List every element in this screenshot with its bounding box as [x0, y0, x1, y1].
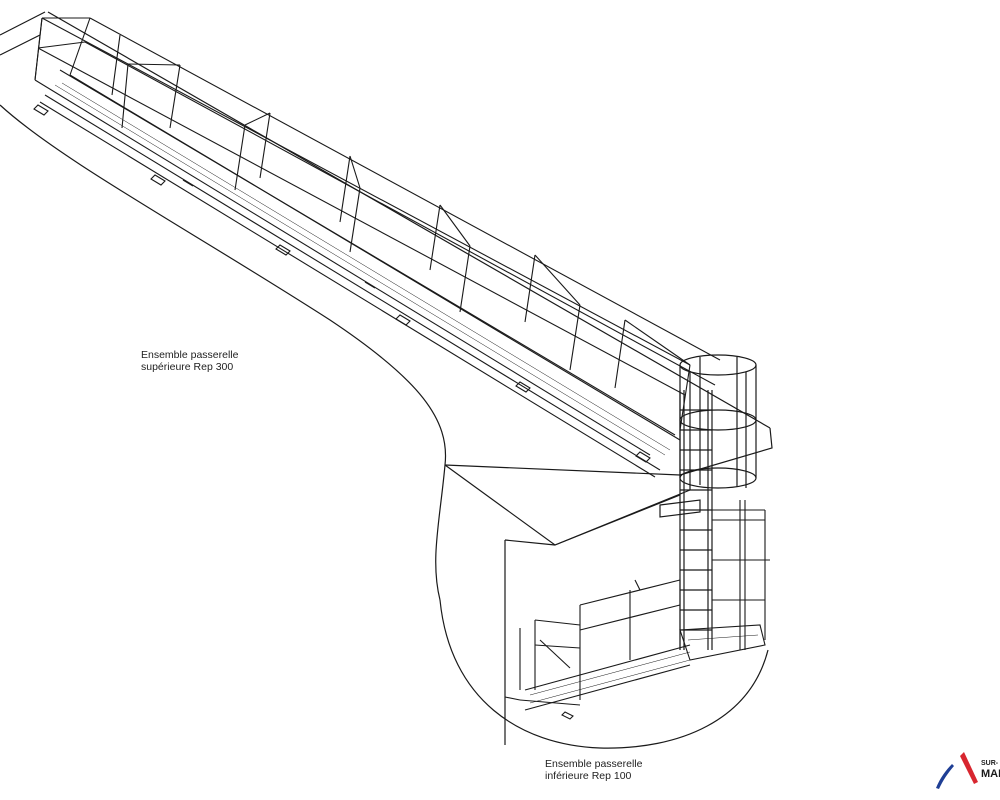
outline: [0, 11, 773, 749]
handrail-inner-mid: [84, 41, 716, 386]
label-lower-line2: inférieure Rep 100: [545, 770, 632, 782]
upper-slab-top: [47, 11, 771, 429]
lower-walkway: [504, 500, 770, 720]
bracket: [635, 451, 651, 463]
slab-front-edge: [554, 494, 681, 546]
label-lower-line1: Ensemble passerelle: [545, 758, 643, 770]
lower-deck-bottom: [524, 664, 691, 711]
deck-inner-edge: [44, 94, 661, 471]
label-upper-line1: Ensemble passerelle: [141, 349, 239, 361]
handrail-outer-mid: [37, 47, 686, 396]
bracket: [275, 244, 291, 256]
bracket: [33, 104, 49, 116]
slab-front-top: [444, 464, 681, 476]
pit-bottom-curve: [439, 599, 769, 749]
top-left-ledge-2: [0, 34, 41, 56]
logo-red-stroke: [960, 752, 978, 784]
bracket: [150, 174, 166, 186]
bracket: [515, 381, 531, 393]
upper-terrain-curve: [0, 104, 447, 601]
lower-deck-top: [524, 644, 691, 691]
top-left-ledge: [0, 11, 46, 36]
label-upper-line2: supérieure Rep 300: [141, 361, 234, 373]
logo-blue-stroke: [936, 764, 954, 789]
label-lower-walkway: Ensemble passerelle inférieure Rep 100: [545, 758, 642, 782]
logo-mark-icon: [936, 752, 978, 789]
handrail-inner-top: [89, 17, 721, 361]
slab-right-edge: [679, 427, 773, 476]
logo-text-line1: SUR-: [981, 760, 999, 767]
company-logo: SUR- MADE: [928, 748, 1000, 794]
handrail-outer-top: [41, 17, 691, 366]
pit-top: [504, 539, 556, 546]
logo-text-line2: MADE: [981, 768, 1000, 780]
bracket: [395, 314, 411, 326]
deck-bottom-edge: [39, 101, 656, 478]
label-upper-walkway: Ensemble passerelle supérieure Rep 300: [141, 349, 238, 373]
slab-diagonal: [444, 464, 691, 546]
caged-ladder: [659, 354, 757, 650]
upper-walkway: [33, 17, 721, 478]
deck-outer-edge: [34, 79, 651, 456]
